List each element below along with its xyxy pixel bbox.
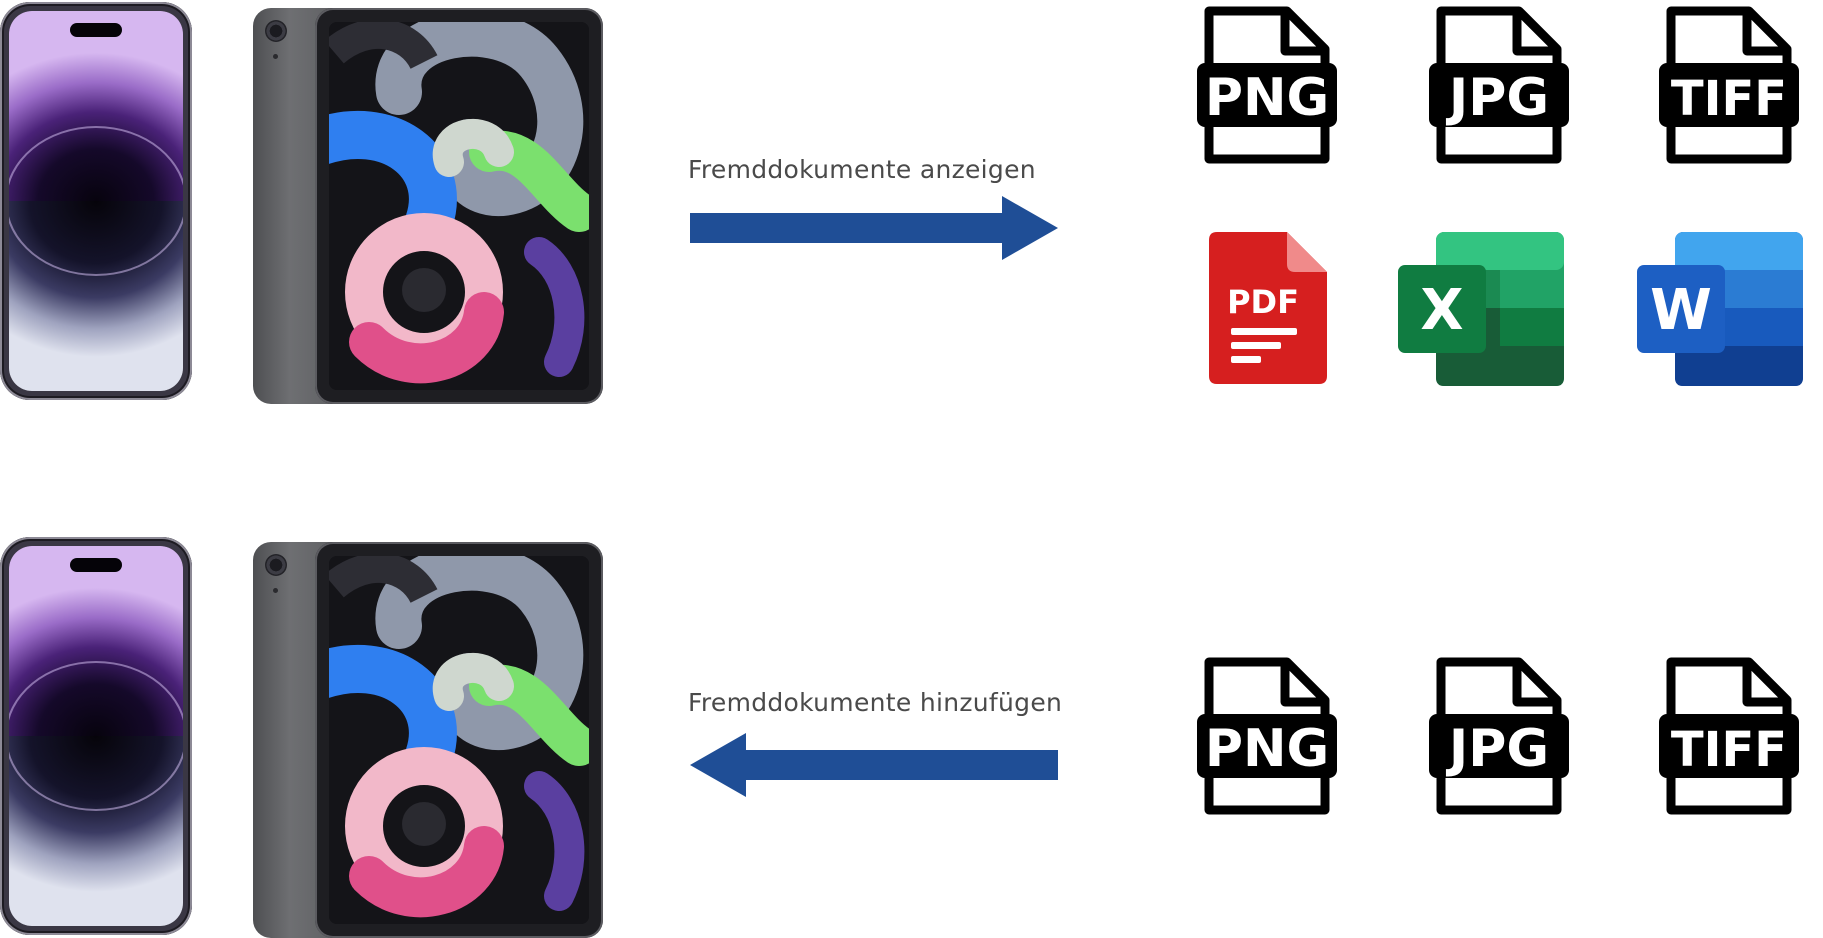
tiff-file-icon: TIFF: [1659, 656, 1799, 816]
dynamic-island: [70, 558, 122, 572]
ipad-wallpaper: [329, 556, 589, 924]
ipad-wallpaper: [329, 22, 589, 390]
png-label: PNG: [1205, 68, 1329, 128]
camera-icon: [265, 20, 287, 42]
ipad-screen: [329, 556, 589, 924]
ipad-device: [315, 8, 603, 404]
arrow-right-icon: [690, 193, 1060, 263]
camera-icon: [265, 554, 287, 576]
jpg-label: JPG: [1446, 68, 1549, 128]
jpg-label: JPG: [1446, 719, 1549, 779]
pdf-label: PDF: [1227, 283, 1299, 321]
tiff-file-icon: TIFF: [1659, 5, 1799, 165]
add-documents-label: Fremddokumente hinzufügen: [688, 688, 1063, 717]
excel-icon: X: [1398, 232, 1564, 386]
iphone-screen: [9, 546, 183, 926]
ipad-device: [315, 542, 603, 938]
iphone-device: [0, 537, 192, 935]
iphone-screen: [9, 11, 183, 391]
excel-label: X: [1420, 278, 1463, 343]
jpg-file-icon: JPG: [1429, 656, 1569, 816]
show-documents-label: Fremddokumente anzeigen: [688, 155, 1036, 184]
word-label: W: [1650, 278, 1712, 343]
tiff-label: TIFF: [1671, 722, 1787, 778]
tiff-label: TIFF: [1671, 71, 1787, 127]
dynamic-island: [70, 23, 122, 37]
jpg-file-icon: JPG: [1429, 5, 1569, 165]
pdf-icon: PDF: [1209, 232, 1327, 384]
png-file-icon: PNG: [1197, 656, 1337, 816]
png-file-icon: PNG: [1197, 5, 1337, 165]
word-icon: W: [1637, 232, 1803, 386]
iphone-device: [0, 2, 192, 400]
png-label: PNG: [1205, 719, 1329, 779]
arrow-left-icon: [690, 730, 1060, 800]
ipad-screen: [329, 22, 589, 390]
